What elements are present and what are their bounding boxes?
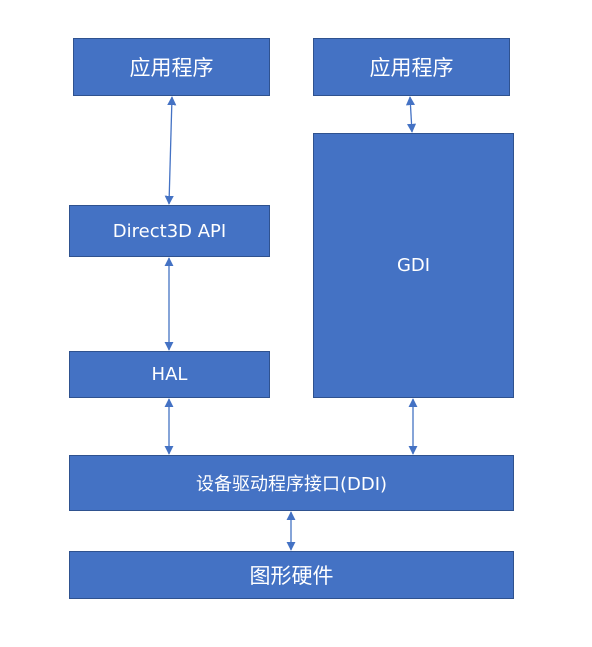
arrow-app-left-to-direct3d <box>164 96 177 205</box>
box-gdi-label: GDI <box>396 255 431 276</box>
box-application-left: 应用程序 <box>73 38 270 96</box>
box-hal: HAL <box>69 351 270 398</box>
box-graphics-hardware: 图形硬件 <box>69 551 514 599</box>
arrow-app-right-to-gdi <box>405 96 417 133</box>
box-ddi-label: 设备驱动程序接口(DDI) <box>195 474 388 495</box>
box-hal-label: HAL <box>151 364 188 385</box>
box-application-right-label: 应用程序 <box>369 56 454 80</box>
box-graphics-hardware-label: 图形硬件 <box>249 564 334 588</box>
box-gdi: GDI <box>313 133 514 398</box>
box-ddi: 设备驱动程序接口(DDI) <box>69 455 514 511</box>
box-direct3d-api: Direct3D API <box>69 205 270 257</box>
box-direct3d-api-label: Direct3D API <box>112 220 227 242</box>
box-application-left-label: 应用程序 <box>129 56 214 80</box>
box-application-right: 应用程序 <box>313 38 510 96</box>
